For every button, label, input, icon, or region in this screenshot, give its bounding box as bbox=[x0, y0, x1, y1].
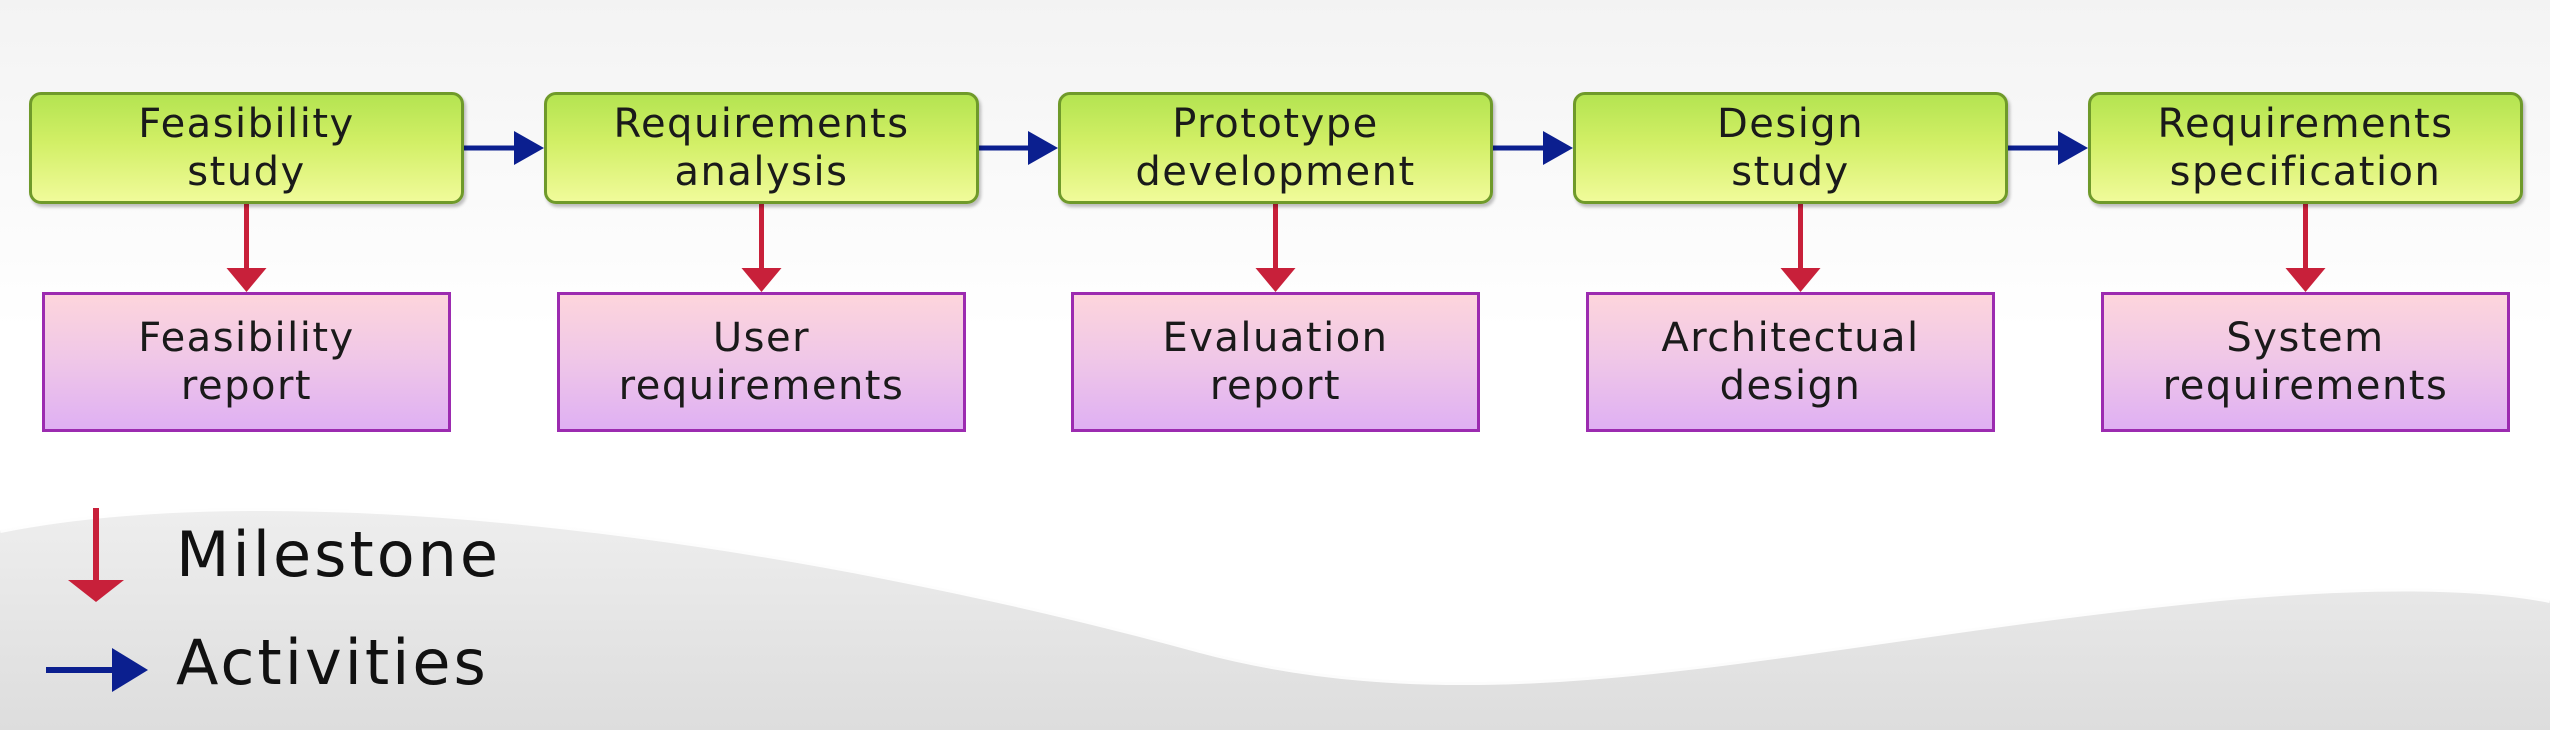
milestone-arrowhead bbox=[741, 268, 782, 292]
milestone-system-requirements: System requirements bbox=[2101, 292, 2510, 432]
milestone-label-line2: design bbox=[1719, 363, 1862, 409]
activity-label-line2: specification bbox=[2169, 149, 2442, 195]
milestone-label-line1: Architectual bbox=[1661, 315, 1920, 361]
activity-arrowhead bbox=[1543, 131, 1573, 165]
milestone-user-requirements: User requirements bbox=[557, 292, 966, 432]
milestone-arrowhead bbox=[1780, 268, 1821, 292]
legend-milestone-arrowhead bbox=[68, 580, 124, 602]
activity-arrowhead bbox=[2058, 131, 2088, 165]
activity-label-line2: study bbox=[1731, 149, 1850, 195]
activity-label-line1: Feasibility bbox=[138, 101, 355, 147]
milestone-label-line2: report bbox=[1209, 363, 1342, 409]
milestone-architectual-design: Architectual design bbox=[1586, 292, 1995, 432]
activity-label-line2: development bbox=[1135, 149, 1416, 195]
activity-label-line1: Requirements bbox=[613, 101, 910, 147]
milestone-arrowhead bbox=[2285, 268, 2326, 292]
milestone-label-line1: User bbox=[712, 315, 811, 361]
activity-label-line2: analysis bbox=[674, 149, 849, 195]
milestone-evaluation-report: Evaluation report bbox=[1071, 292, 1480, 432]
activity-label-line2: study bbox=[187, 149, 306, 195]
activity-requirements-specification: Requirements specification bbox=[2088, 92, 2523, 204]
milestone-arrowhead bbox=[226, 268, 267, 292]
milestone-arrowhead bbox=[1255, 268, 1296, 292]
activity-feasibility-study: Feasibility study bbox=[29, 92, 464, 204]
milestone-label-line2: requirements bbox=[2162, 363, 2449, 409]
milestone-label-line1: System bbox=[2226, 315, 2385, 361]
milestone-label-line1: Evaluation bbox=[1162, 315, 1389, 361]
legend-activities-arrowhead bbox=[112, 648, 148, 692]
milestone-label-line1: Feasibility bbox=[138, 315, 355, 361]
activity-arrowhead bbox=[514, 131, 544, 165]
activity-label-line1: Requirements bbox=[2157, 101, 2454, 147]
legend-activities-label: Activities bbox=[176, 626, 489, 699]
milestone-feasibility-report: Feasibility report bbox=[42, 292, 451, 432]
activity-label-line1: Design bbox=[1716, 101, 1865, 147]
activity-design-study: Design study bbox=[1573, 92, 2008, 204]
milestone-label-line2: report bbox=[180, 363, 313, 409]
activity-requirements-analysis: Requirements analysis bbox=[544, 92, 979, 204]
activity-arrowhead bbox=[1028, 131, 1058, 165]
legend-milestone-label: Milestone bbox=[176, 518, 502, 591]
activity-prototype-development: Prototype development bbox=[1058, 92, 1493, 204]
activity-label-line1: Prototype bbox=[1172, 101, 1379, 147]
milestone-label-line2: requirements bbox=[618, 363, 905, 409]
